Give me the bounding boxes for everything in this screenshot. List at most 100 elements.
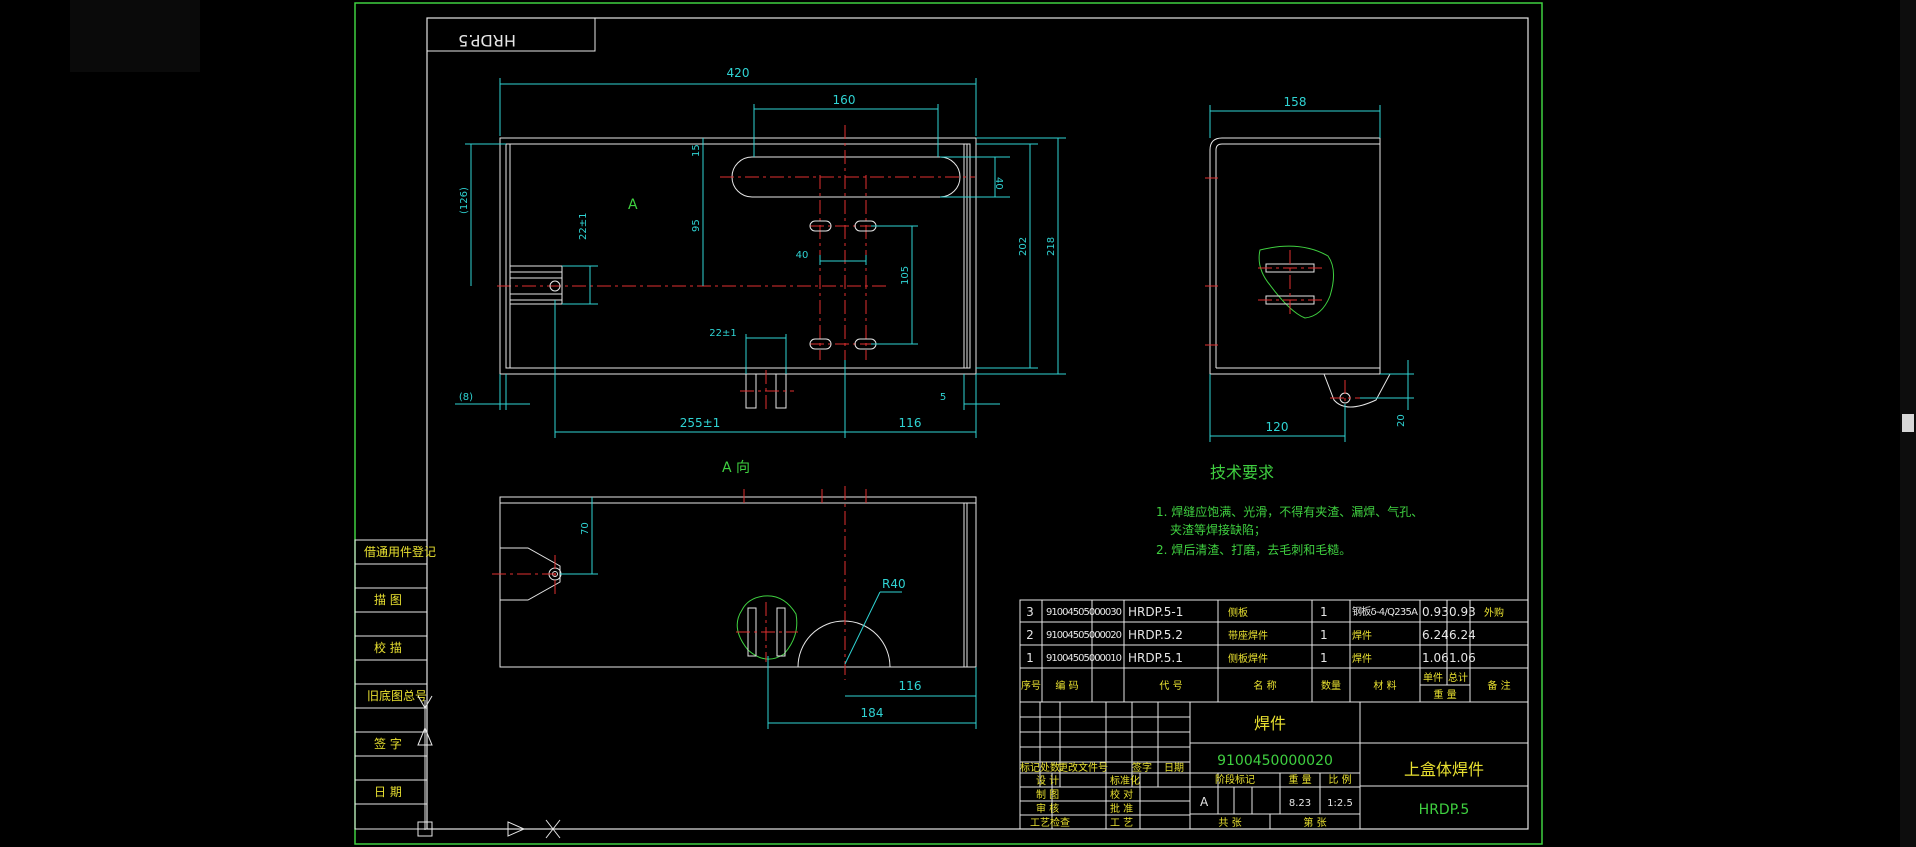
side-strip: 借通用件登记 描 图 校 描 旧底图总号 签 字 日 期 [354,539,436,830]
tb-type: 焊件 [1254,714,1286,733]
bom-h-no: 序号 [1021,679,1041,692]
dim-420: 420 [727,66,750,80]
view-a-label: A [628,197,638,213]
inner-border [426,17,1529,830]
outer-border [354,2,1543,845]
dim-160: 160 [833,93,856,107]
bom-1-part: HRDP.5.1 [1128,651,1183,665]
bom-h-qty: 数量 [1321,679,1341,692]
bom-h-weight: 重 量 [1433,688,1456,701]
dim-202: 202 [1018,237,1029,256]
faint-overlay [70,0,200,72]
dim-116-front: 116 [899,416,922,430]
bom-1-code: 91004505000010 [1046,653,1122,664]
bom-2-part: HRDP.5.2 [1128,628,1183,642]
bom-1-material: 焊件 [1352,653,1372,665]
tb-count: 处数 [1040,761,1060,774]
dim-40v: 40 [993,177,1004,190]
dim-184: 184 [861,706,884,720]
dim-70: 70 [580,522,591,535]
tb-standardize: 标准化 [1110,774,1140,787]
bom-2-name: 带座焊件 [1228,629,1268,642]
bom-h-code: 编 码 [1055,679,1078,692]
bom-2-no: 2 [1026,628,1034,642]
bom-1-total: 1.06 [1449,651,1476,665]
bom-3-total: 0.93 [1449,605,1476,619]
tb-process: 工 艺 [1110,817,1133,829]
bom-h-name: 名 称 [1253,679,1276,692]
bom-2-code: 91004505000020 [1046,630,1122,641]
bom-3-name: 侧板 [1228,606,1248,619]
dim-126: (126) [459,187,470,214]
tb-stage-value: A [1200,795,1209,809]
side-label-4: 签 字 [374,736,402,751]
bom-3-material: 钢板δ-4/Q235A [1352,605,1418,618]
bom-3-remark: 外购 [1484,606,1504,619]
notes-heading: 技术要求 [1210,463,1274,482]
tb-signature: 签字 [1132,761,1152,774]
dim-8: (8) [459,392,473,403]
bom-h-total: 总计 [1448,671,1468,684]
dim-158: 158 [1284,95,1307,109]
bom-1-unit: 1.06 [1422,651,1449,665]
bom-row-2: 2 91004505000020 HRDP.5.2 带座焊件 1 焊件 6.24… [1026,628,1476,642]
dim-5: 5 [940,392,946,403]
dim-120: 120 [1266,420,1289,434]
tb-drawing-no: HRDP.5 [1419,802,1470,818]
bom-2-total: 6.24 [1449,628,1476,642]
notes-line-1: 1. 焊缝应饱满、光滑，不得有夹渣、漏焊、气孔、 [1156,504,1423,519]
tb-name: 上盒体焊件 [1404,760,1484,779]
bom-row-3: 3 91004505000030 HRDP.5-1 侧板 1 钢板δ-4/Q23… [1026,605,1504,619]
bom-h-remark: 备 注 [1487,679,1510,692]
tb-weight-value: 8.23 [1289,798,1311,809]
bottom-view: A 向 [492,460,977,680]
ucs-icon [417,695,561,839]
dim-105: 105 [900,266,911,285]
tb-designer: 设 计 [1036,774,1059,787]
bom-header: 序号 编 码 代 号 名 称 数量 材 料 单件 总计 重 量 备 注 [1021,671,1511,701]
tb-page-label: 第 张 [1303,816,1326,829]
tb-drawer: 制 图 [1036,788,1059,801]
dim-r40: R40 [882,577,906,591]
bom-2-qty: 1 [1320,628,1328,642]
drawing-title: HRDP.5 [458,31,516,50]
bom-row-1: 1 91004505000010 HRDP.5.1 侧板焊件 1 焊件 1.06… [1026,651,1476,665]
dim-20: 20 [1396,414,1407,427]
tb-approve: 批 准 [1110,802,1133,815]
tb-stage-mark: 阶段标记 [1215,773,1255,786]
side-label-1: 描 图 [374,593,402,607]
bom-3-part: HRDP.5-1 [1128,605,1183,619]
side-label-5: 日 期 [374,785,402,799]
dim-218: 218 [1046,237,1057,256]
bom-3-qty: 1 [1320,605,1328,619]
tb-process-check: 工艺检查 [1030,816,1070,829]
tb-sheet-label: 共 张 [1218,817,1241,829]
bom-1-no: 1 [1026,651,1034,665]
bom-1-qty: 1 [1320,651,1328,665]
title-block: 焊件 9100450000020 上盒体焊件 HRDP.5 标记 处数 更改文件… [1019,701,1529,830]
bom-h-unit: 单件 [1423,672,1443,684]
notes-line-2: 2. 焊后清渣、打磨，去毛刺和毛糙。 [1156,542,1351,557]
scrollbar-thumb[interactable] [1902,414,1914,432]
bom-h-material: 材 料 [1373,679,1396,692]
tb-weight-label: 重 量 [1288,773,1311,786]
bom-1-name: 侧板焊件 [1228,652,1268,665]
tb-review: 审 核 [1036,802,1059,815]
view-a-caption: A 向 [722,460,750,476]
vertical-scrollbar[interactable] [1900,0,1916,847]
dim-116-bottom: 116 [899,679,922,693]
tb-change-file: 更改文件号 [1058,761,1108,774]
front-dimensions: 420 160 15 40 95 (126) 202 218 40 22±1 [455,66,1066,438]
bom-2-unit: 6.24 [1422,628,1449,642]
side-dimensions: 158 120 20 [1209,95,1414,442]
tb-mark: 标记 [1020,762,1040,774]
technical-notes: 技术要求 1. 焊缝应饱满、光滑，不得有夹渣、漏焊、气孔、 夹渣等焊接缺陷； 2… [1156,463,1423,557]
bom-3-code: 91004505000030 [1046,607,1122,618]
dim-15: 15 [691,144,702,157]
bom-3-no: 3 [1026,605,1034,619]
bom-h-part: 代 号 [1159,680,1182,692]
side-label-2: 校 描 [374,640,402,655]
dim-95: 95 [691,219,702,232]
tb-scale-label: 比 例 [1328,773,1351,786]
